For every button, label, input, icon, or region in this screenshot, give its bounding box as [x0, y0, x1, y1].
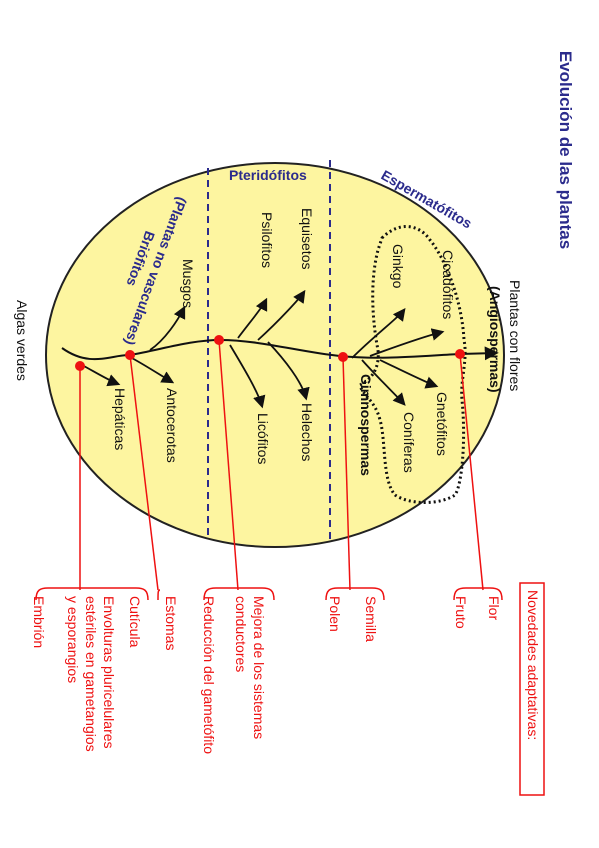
novelty-mejora-2: conductores [233, 596, 249, 672]
branch-musgos [149, 305, 186, 351]
line-stomata [129, 354, 159, 591]
taxon-coniferas: Coníferas [401, 412, 417, 473]
taxon-ginkgo: Ginkgo [390, 244, 406, 289]
novelty-envolturas-1: Envolturas pluricelulares [101, 596, 117, 749]
novelty-embrion: Embrión [31, 596, 47, 648]
novelty-texts: Embrión Envolturas pluricelulares estéri… [31, 596, 502, 754]
taxa-labels: Hepáticas Antocerotas Musgos Licófitos P… [112, 208, 523, 473]
branches [81, 289, 445, 409]
novelty-cuticula: Cutícula [127, 596, 143, 648]
gymnosperm-boundary [358, 224, 467, 504]
branch-coniferas [361, 359, 406, 406]
taxon-antocerotas: Antocerotas [164, 388, 180, 463]
taxon-cicadofitos: Cicadófitos [440, 250, 456, 319]
bracket-5 [453, 587, 503, 601]
taxon-hepaticas: Hepáticas [112, 388, 128, 450]
bracket-4 [325, 587, 385, 601]
branch-ginkgo [351, 307, 406, 359]
line-flower [459, 353, 484, 591]
novelty-polen: Polen [327, 596, 343, 632]
bracket-1 [35, 587, 149, 601]
label-algas-verdes: Algas verdes [14, 300, 30, 381]
line-seed [342, 356, 351, 591]
diagram-title: Evolución de las plantas [556, 51, 575, 249]
novelty-flor: Flor [486, 596, 502, 620]
novelty-estomas: Estomas [163, 596, 179, 650]
novelty-envolturas-2: estériles en gametangios [83, 596, 99, 752]
branch-hepaticas [81, 364, 121, 387]
novelty-mejora-1: Mejora de los sistemas [251, 596, 267, 739]
plant-ellipse [45, 162, 505, 548]
novelties-title-box [519, 582, 545, 796]
novelty-reduccion: Reducción del gametófito [201, 596, 217, 754]
branch-equisetos [257, 289, 306, 341]
branch-licofitos [229, 344, 266, 409]
bracket-2 [157, 589, 161, 601]
main-trunk [61, 338, 499, 361]
taxon-angiospermas: (Angiospermas) [487, 286, 503, 393]
label-pteridofitos: Pteridófitos [229, 167, 307, 183]
novelties-title: Novedades adaptativas: [525, 590, 541, 740]
taxon-musgos: Musgos [180, 259, 196, 308]
novelty-lines [79, 339, 484, 591]
taxon-licofitos: Licófitos [255, 413, 271, 464]
branch-cicadofitos [369, 328, 445, 357]
branch-psilofitos [237, 297, 268, 339]
novelty-semilla: Semilla [363, 596, 379, 642]
branch-antocerotas [129, 356, 175, 384]
novelty-fruto: Fruto [453, 596, 469, 629]
novelty-brackets [35, 587, 503, 601]
branch-gnetofitos [379, 359, 439, 389]
taxon-equisetos: Equisetos [299, 208, 315, 269]
taxon-gnetofitos: Gnetófitos [434, 392, 450, 456]
taxon-plantas-flores: Plantas con flores [507, 280, 523, 391]
novelty-envolturas-3: y esporangios [65, 596, 81, 683]
label-gimnospermas: Gimnospermas [358, 374, 374, 476]
taxon-helechos: Helechos [299, 403, 315, 461]
branch-helechos [267, 341, 310, 401]
taxon-psilofitos: Psilofitos [259, 212, 275, 268]
line-vascular [218, 339, 239, 591]
bracket-3 [203, 587, 275, 601]
novelty-nodes [75, 335, 465, 371]
